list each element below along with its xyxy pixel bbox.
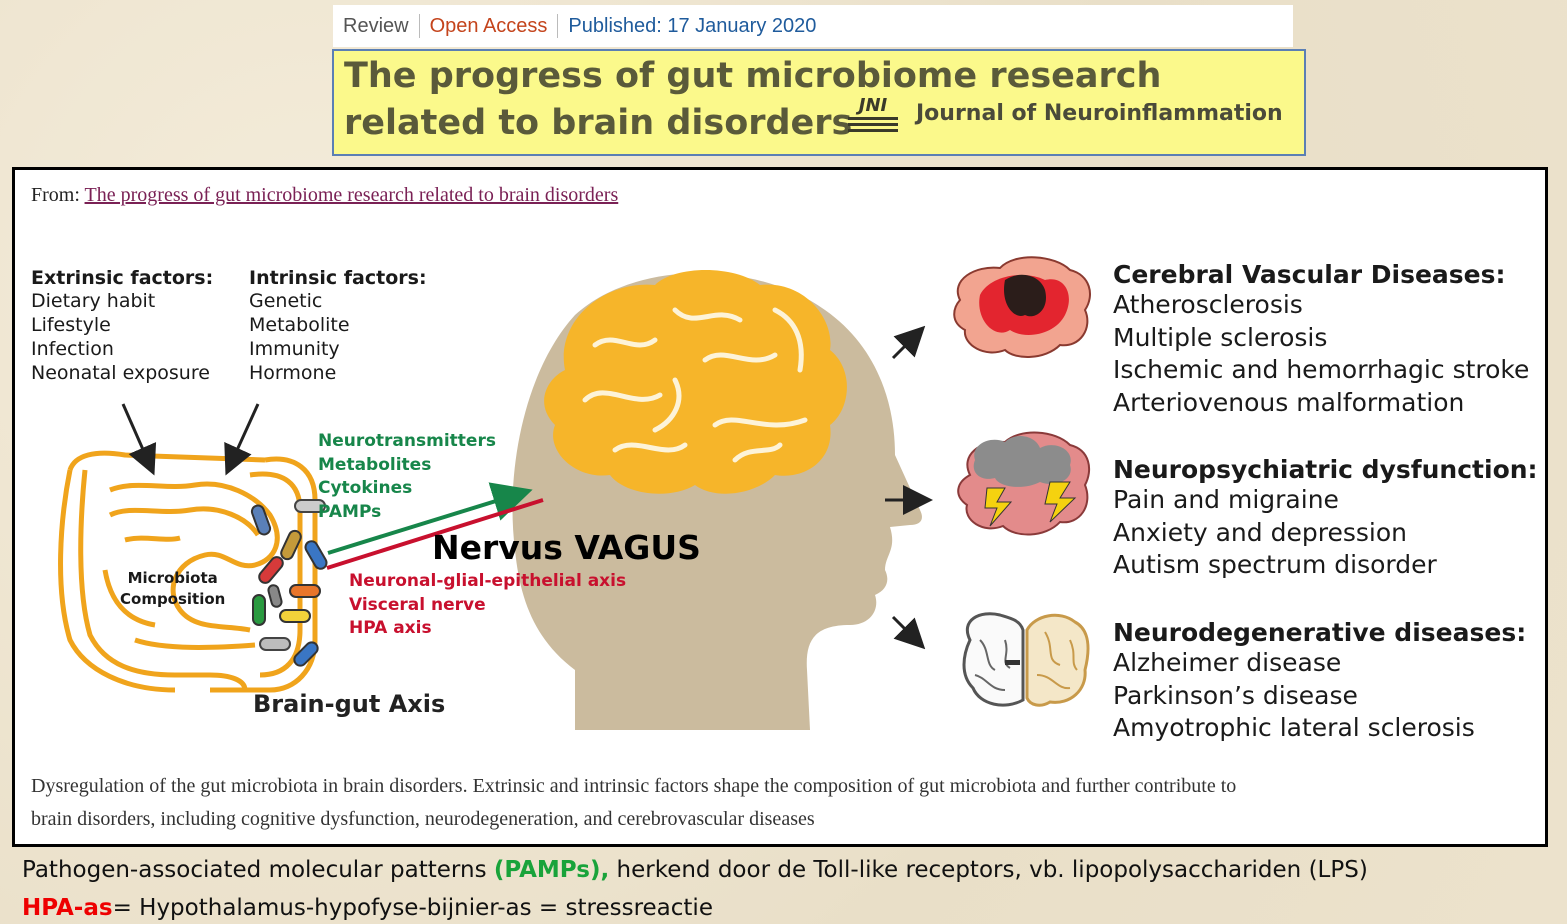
signal-label: Metabolites bbox=[318, 454, 432, 475]
signal-label: PAMPs bbox=[318, 501, 382, 522]
disease-group-vascular: Cerebral Vascular Diseases: Atherosclero… bbox=[1113, 260, 1545, 419]
disease-group-title: Neuropsychiatric dysfunction: bbox=[1113, 455, 1538, 484]
brain-to-gut-signals: Neuronal-glial-epithelial axis Visceral … bbox=[349, 570, 626, 641]
disease-item: Ischemic and hemorrhagic stroke bbox=[1113, 355, 1530, 384]
extrinsic-item: Neonatal exposure bbox=[31, 362, 210, 384]
journal-logo-icon: JNI bbox=[848, 95, 898, 132]
signal-label: Visceral nerve bbox=[349, 594, 486, 615]
disease-group-neuropsychiatric: Neuropsychiatric dysfunction: Pain and m… bbox=[1113, 455, 1538, 582]
figure-graphic bbox=[58, 256, 1091, 730]
microbiota-label: Microbiota Composition bbox=[120, 568, 225, 610]
arrow-to-neurodegenerative-icon bbox=[891, 615, 926, 650]
disease-group-title: Cerebral Vascular Diseases: bbox=[1113, 260, 1506, 289]
disease-item: Atherosclerosis bbox=[1113, 290, 1303, 319]
disease-item: Amyotrophic lateral sclerosis bbox=[1113, 713, 1475, 742]
signal-label: Neuronal-glial-epithelial axis bbox=[349, 571, 627, 591]
intrinsic-item: Genetic bbox=[249, 290, 323, 312]
note-pamps-pre: Pathogen-associated molecular patterns bbox=[22, 857, 494, 883]
vascular-brain-icon bbox=[953, 256, 1091, 358]
brain-to-gut-arrow-icon bbox=[326, 498, 544, 570]
extrinsic-factors: Extrinsic factors: Dietary habit Lifesty… bbox=[31, 267, 213, 385]
caption-line: Dysregulation of the gut microbiota in b… bbox=[31, 775, 1237, 797]
extrinsic-title: Extrinsic factors: bbox=[31, 267, 214, 289]
journal-logo-text: JNI bbox=[856, 95, 888, 116]
disease-item: Multiple sclerosis bbox=[1113, 322, 1328, 352]
note-hpa-post: = Hypothalamus-hypofyse-bijnier-as = str… bbox=[112, 895, 713, 921]
disease-item: Pain and migraine bbox=[1113, 485, 1339, 514]
disease-item: Alzheimer disease bbox=[1113, 648, 1342, 677]
open-access-badge[interactable]: Open Access bbox=[420, 14, 559, 38]
note-pamps-post: herkend door de Toll-like receptors, vb.… bbox=[609, 857, 1368, 883]
published-date: Published: 17 January 2020 bbox=[568, 15, 817, 37]
extrinsic-arrow-icon bbox=[121, 403, 157, 476]
microbe-icons bbox=[250, 499, 328, 667]
journal-name[interactable]: Journal of Neuroinflammation bbox=[916, 101, 1283, 126]
signal-label: HPA axis bbox=[349, 618, 432, 638]
article-type: Review bbox=[333, 14, 420, 38]
brain-icon bbox=[544, 270, 847, 494]
figure-caption: Dysregulation of the gut microbiota in b… bbox=[31, 770, 1521, 836]
note-pamps-highlight: (PAMPs), bbox=[493, 857, 610, 883]
article-title[interactable]: The progress of gut microbiome research … bbox=[344, 56, 1162, 143]
intrinsic-arrow-icon bbox=[224, 403, 260, 476]
signal-label: Neurotransmitters bbox=[318, 431, 496, 451]
gut-to-brain-arrow-icon bbox=[327, 482, 533, 555]
intrinsic-item: Hormone bbox=[249, 362, 337, 384]
disease-group-neurodegenerative: Neurodegenerative diseases: Alzheimer di… bbox=[1113, 618, 1526, 745]
microbiota-label-line: Microbiota bbox=[127, 569, 218, 587]
disease-item: Anxiety and depression bbox=[1113, 517, 1407, 547]
intrinsic-item: Metabolite bbox=[249, 314, 350, 336]
article-title-box: The progress of gut microbiome research … bbox=[332, 49, 1306, 156]
disease-item: Parkinson’s disease bbox=[1113, 680, 1358, 710]
extrinsic-item: Dietary habit bbox=[31, 290, 156, 312]
signal-label: Cytokines bbox=[318, 478, 413, 498]
from-prefix: From: bbox=[31, 184, 80, 206]
extrinsic-item: Lifestyle bbox=[31, 314, 111, 336]
note-hpa: HPA-as= Hypothalamus-hypofyse-bijnier-as… bbox=[22, 895, 713, 921]
disease-item: Arteriovenous malformation bbox=[1113, 387, 1465, 417]
gut-to-brain-signals: Neurotransmitters Metabolites Cytokines … bbox=[318, 430, 496, 524]
figure-frame: From: The progress of gut microbiome res… bbox=[12, 167, 1548, 847]
article-meta-bar: Review Open Access Published: 17 January… bbox=[333, 5, 1293, 47]
brain-gut-axis-label: Brain-gut Axis bbox=[253, 690, 446, 718]
caption-line: brain disorders, including cognitive dys… bbox=[31, 808, 815, 830]
intrinsic-item: Immunity bbox=[249, 338, 340, 360]
note-hpa-highlight: HPA-as bbox=[22, 895, 113, 921]
arrow-to-vascular-icon bbox=[891, 325, 926, 360]
disease-group-title: Neurodegenerative diseases: bbox=[1113, 618, 1527, 647]
intrinsic-title: Intrinsic factors: bbox=[249, 267, 427, 289]
neurodegenerative-brain-icon bbox=[962, 612, 1090, 707]
neuropsychiatric-brain-icon bbox=[957, 431, 1091, 536]
vagus-label: Nervus VAGUS bbox=[432, 528, 701, 567]
extrinsic-item: Infection bbox=[31, 338, 114, 360]
source-article-link[interactable]: The progress of gut microbiome research … bbox=[84, 184, 619, 206]
note-pamps: Pathogen-associated molecular patterns (… bbox=[22, 857, 1368, 883]
figure-source-line: From: The progress of gut microbiome res… bbox=[31, 184, 618, 207]
microbiota-label-line: Composition bbox=[120, 590, 226, 608]
intrinsic-factors: Intrinsic factors: Genetic Metabolite Im… bbox=[249, 267, 427, 385]
disease-item: Autism spectrum disorder bbox=[1113, 550, 1437, 579]
